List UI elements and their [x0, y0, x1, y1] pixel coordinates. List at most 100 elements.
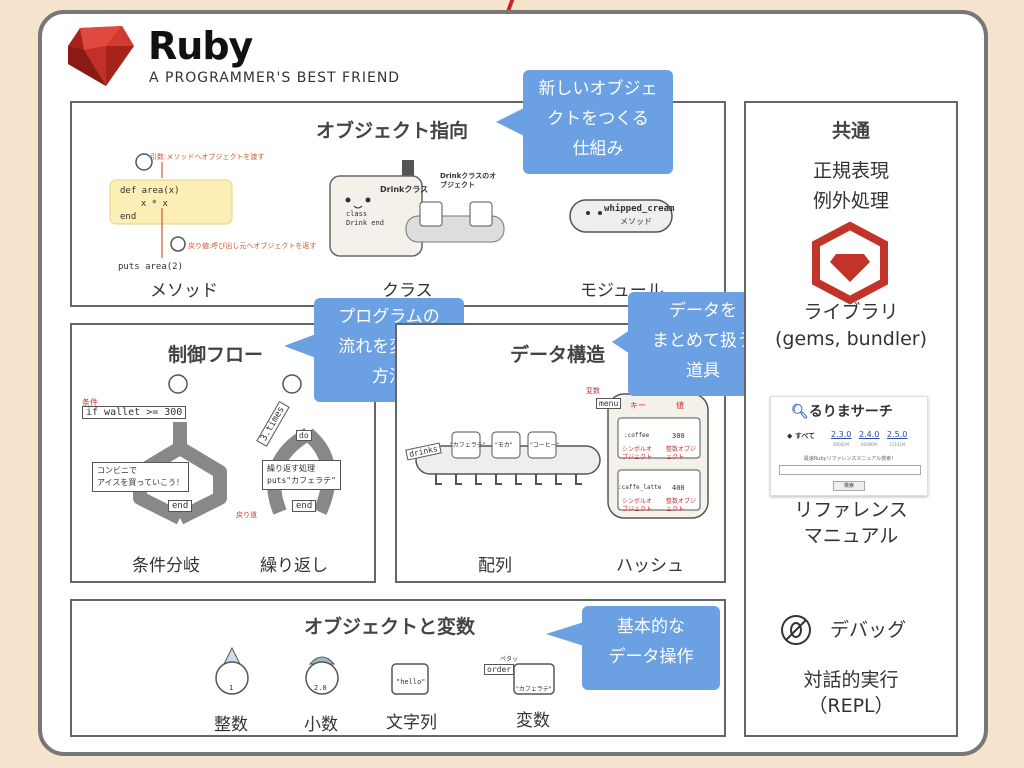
- loop-back: 戻り道: [236, 511, 257, 519]
- rurema-search-card[interactable]: 🔍︎るりまサーチ ◆ すべて 2.3.0 2.4.0 2.5.0 00000件 …: [770, 396, 928, 496]
- var-string-label: 文字列: [386, 713, 437, 733]
- hash-key-2: :caffe_latte: [618, 484, 662, 491]
- var-variable-value: "カフェラテ": [516, 686, 552, 693]
- oop-bubble-line-2: クトをつくる: [547, 109, 649, 129]
- vars-bubble-tail: [546, 622, 584, 646]
- rurema-search-input[interactable]: [779, 465, 921, 475]
- rurema-count-2: 00000件: [861, 442, 878, 447]
- class-object-label: Drinkクラスのオブジェクト: [440, 172, 497, 189]
- data-bubble-tail: [612, 330, 630, 354]
- vars-icons: [215, 646, 555, 695]
- library-title: ライブラリ: [803, 301, 899, 323]
- array-item-2: "モカ": [495, 442, 513, 449]
- class-diagram: [329, 160, 505, 257]
- control-bubble-tail: [284, 334, 316, 358]
- branch-body-line-2: アイスを買っていこう！: [97, 478, 184, 487]
- var-string-value: "hello": [396, 678, 426, 686]
- hash-key-label: キー: [630, 401, 646, 410]
- repl-line-2: （REPL）: [808, 695, 894, 717]
- branch-body-line-1: コンビニで: [97, 466, 137, 475]
- oop-title: オブジェクト指向: [316, 120, 469, 142]
- rurema-logo: 🔍︎るりまサーチ: [791, 401, 893, 421]
- logo-title: Ruby: [148, 24, 253, 68]
- hash-value-1: 300: [672, 432, 685, 440]
- branch-cond: if wallet >= 300: [82, 406, 187, 419]
- oop-bubble: 新しいオブジェ クトをつくる 仕組み: [523, 70, 673, 174]
- rubygems-icon: [812, 221, 888, 305]
- hash-key-type-1: シンボルオブジェクト: [622, 446, 653, 461]
- rurema-version-3[interactable]: 2.5.0: [887, 430, 908, 439]
- repl-line-1: 対話的実行: [803, 669, 899, 691]
- var-tag: order: [484, 664, 515, 675]
- module-sub: メソッド: [620, 217, 652, 226]
- common-line-exception: 例外処理: [812, 190, 889, 212]
- var-tag-note: ペタッ: [500, 656, 519, 663]
- hash-key-type-2: シンボルオブジェクト: [622, 498, 653, 513]
- module-name: whipped_cream: [604, 204, 675, 214]
- hash-diagram: [607, 393, 709, 519]
- hash-value-type-1: 整数オブジェクト: [666, 446, 697, 461]
- vars-bubble-line-1: 基本的な: [617, 617, 685, 637]
- rurema-title: るりまサーチ: [808, 404, 893, 420]
- common-line-regex: 正規表現: [812, 160, 889, 182]
- data-bubble-line-2: まとめて扱う: [652, 331, 754, 351]
- data-bubble-line-1: データを: [669, 301, 737, 321]
- rurema-all-label: すべて: [794, 432, 816, 440]
- loop-do: do: [296, 430, 312, 441]
- vars-title: オブジェクトと変数: [304, 616, 476, 638]
- rurema-desc: 最速Rubyリファレンスマニュアル検索！: [803, 456, 897, 462]
- module-diagram: [569, 199, 673, 233]
- rurema-count-1: 00000件: [833, 442, 850, 447]
- oop-bubble-line-1: 新しいオブジェ: [538, 79, 658, 99]
- rurema-version-2[interactable]: 2.4.0: [859, 430, 880, 439]
- control-title: 制御フロー: [168, 344, 264, 366]
- method-code-line-1: def area(x): [120, 186, 180, 196]
- reference-line-1: リファレンス: [794, 499, 908, 521]
- var-int-value: 1: [229, 684, 234, 692]
- array-label: 配列: [478, 556, 512, 576]
- loop-label: 繰り返し: [260, 556, 328, 576]
- method-call: puts area(2): [118, 262, 184, 272]
- class-label: クラス: [382, 281, 433, 301]
- hash-label: ハッシュ: [616, 556, 684, 576]
- var-int-label: 整数: [214, 715, 248, 735]
- debug-icon: [781, 615, 811, 645]
- oop-bubble-line-3: 仕組み: [572, 139, 624, 159]
- oop-bubble-tail: [496, 108, 524, 136]
- method-code-line-2: x * x: [130, 199, 168, 209]
- rurema-count-3: 15141件: [889, 442, 906, 447]
- common-title: 共通: [832, 120, 871, 142]
- logo-tagline: A PROGRAMMER'S BEST FRIEND: [149, 70, 401, 86]
- class-label-drink: Drinkクラス: [380, 185, 429, 194]
- reference-line-2: マニュアル: [803, 525, 899, 547]
- loop-end: end: [292, 500, 317, 512]
- rurema-all[interactable]: ◆ すべて: [787, 432, 816, 440]
- method-code-line-3: end: [120, 212, 137, 222]
- ruby-logo-icon: [68, 26, 134, 86]
- array-item-1: "カフェラテ": [450, 442, 486, 449]
- array-diagram: [415, 431, 601, 485]
- control-bubble-line-1: プログラムの: [338, 307, 440, 327]
- method-label: メソッド: [150, 281, 218, 301]
- hash-value-label: 値: [676, 401, 684, 410]
- hash-key-1: :coffee: [624, 432, 650, 439]
- data-bubble-line-3: 道具: [686, 361, 720, 381]
- method-diagram: [109, 153, 233, 258]
- hash-value-2: 400: [672, 484, 685, 492]
- var-float-value: 2.0: [314, 684, 327, 692]
- class-code: class Drink end: [346, 210, 384, 227]
- branch-body: コンビニで アイスを買っていこう！: [92, 462, 189, 492]
- vars-bubble-line-2: データ操作: [608, 647, 694, 667]
- var-variable-label: 変数: [516, 711, 550, 731]
- branch-label: 条件分岐: [132, 556, 200, 576]
- loop-body-line-2: puts"カフェラテ": [267, 476, 336, 485]
- library-sub: (gems, bundler): [774, 328, 928, 350]
- array-item-3: "コーヒー": [530, 442, 560, 449]
- magnifier-icon: 🔍︎: [791, 404, 809, 420]
- rurema-version-1[interactable]: 2.3.0: [831, 430, 852, 439]
- vars-bubble: 基本的な データ操作: [582, 606, 720, 690]
- data-title: データ構造: [510, 344, 606, 366]
- method-return-note: 戻り値:呼び出し元へオブジェクトを返す: [188, 242, 317, 250]
- branch-cond-tag: 条件: [82, 398, 98, 407]
- rurema-search-button[interactable]: 検索: [833, 481, 865, 491]
